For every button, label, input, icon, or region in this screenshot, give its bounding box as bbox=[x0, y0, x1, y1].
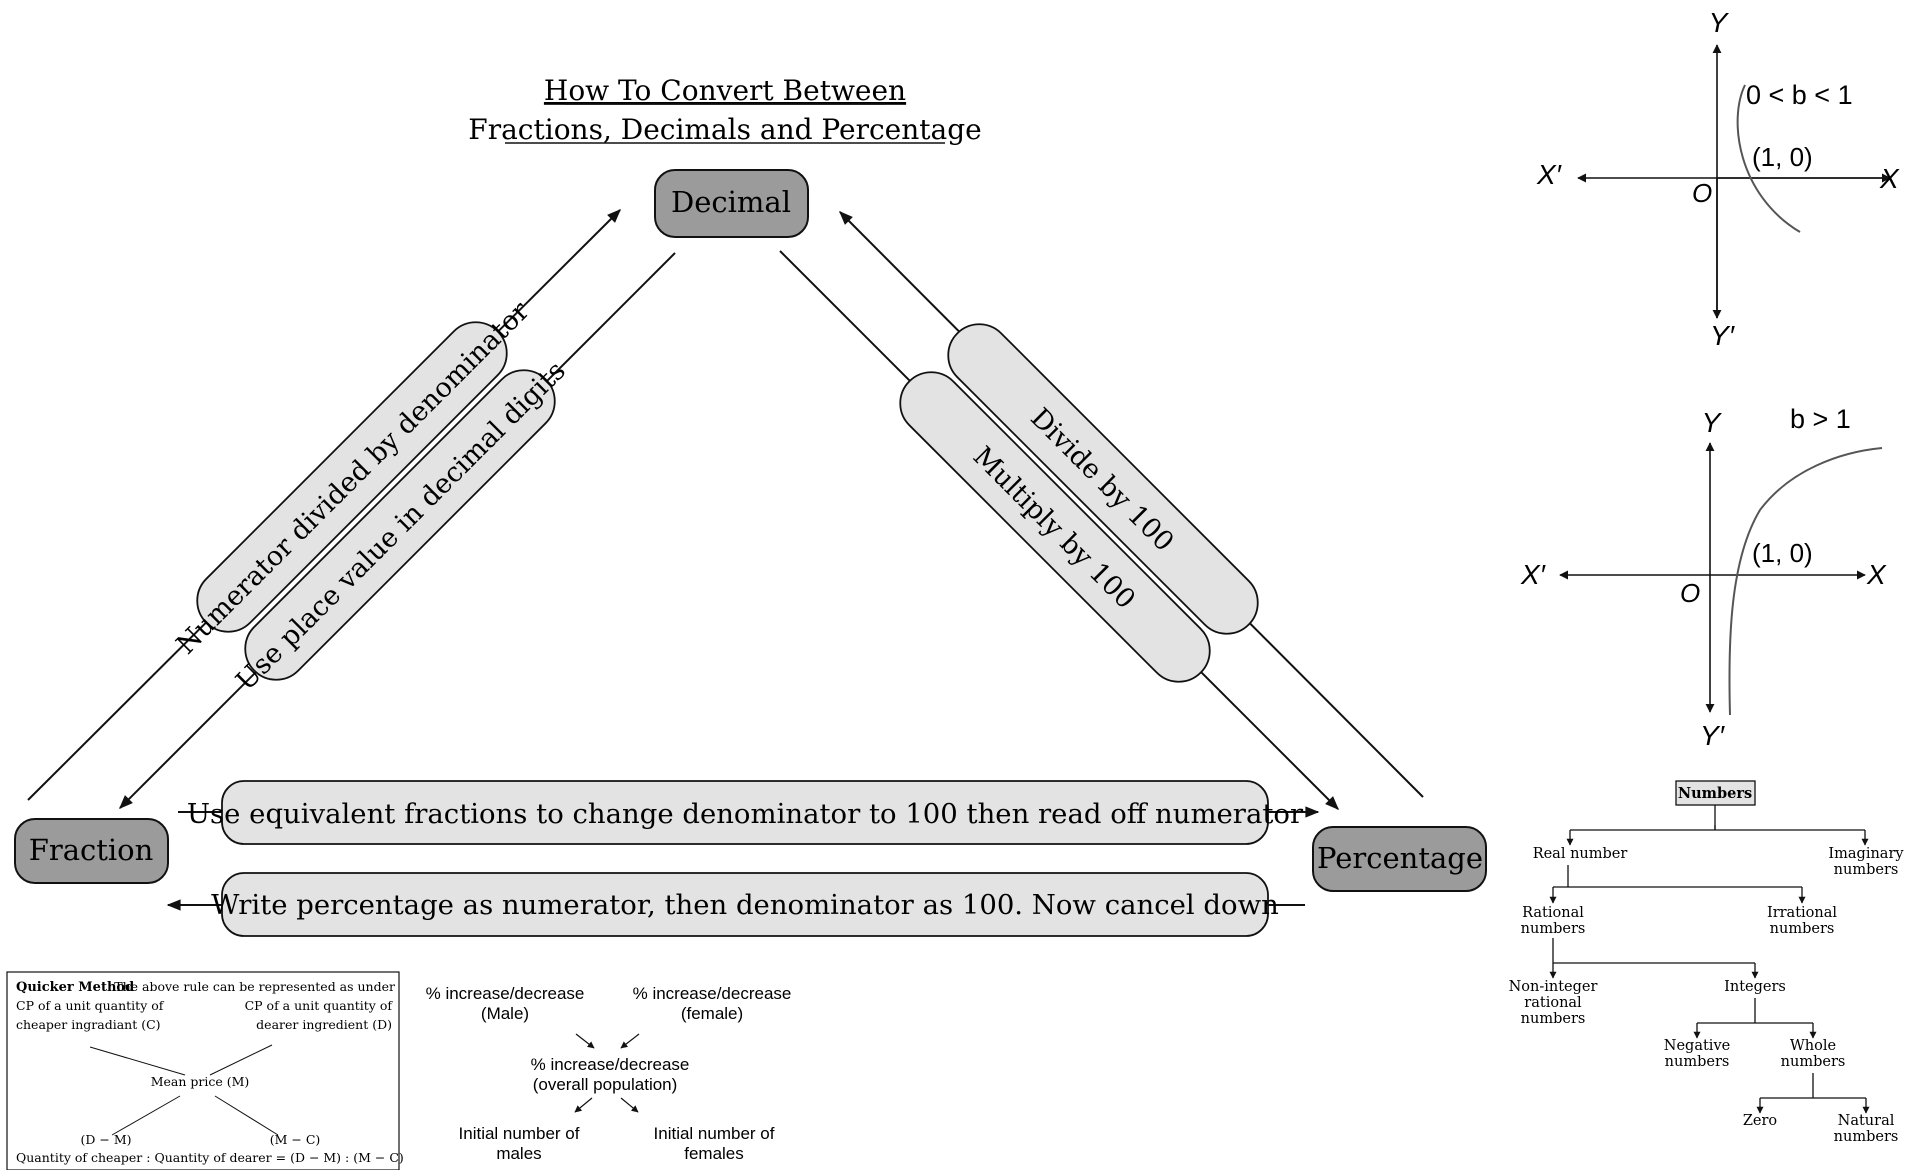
graph1-curve bbox=[1736, 84, 1801, 233]
number-classification-tree: Numbers Real number Imaginary numbers Ra… bbox=[1509, 780, 1904, 1145]
quicker-method-border bbox=[6, 971, 400, 1170]
pill-fraction-to-percentage: Use equivalent fractions to change denom… bbox=[187, 780, 1304, 845]
quicker-mc: (M − C) bbox=[270, 1132, 321, 1147]
tree-rational-line-1: Rational bbox=[1522, 905, 1584, 921]
tree-negative-line-1: Negative bbox=[1664, 1038, 1730, 1054]
tree-zero-label: Zero bbox=[1743, 1113, 1777, 1129]
quicker-heading: Quicker Method bbox=[16, 980, 134, 995]
tree-whole-line-1: Whole bbox=[1790, 1038, 1836, 1054]
graph2-x-neg-label: X′ bbox=[1520, 559, 1547, 590]
graph1-condition-label: 0 < b < 1 bbox=[1746, 80, 1853, 110]
graph2-condition-label: b > 1 bbox=[1790, 404, 1851, 434]
quicker-intro: The above rule can be represented as und… bbox=[114, 979, 395, 994]
label-equivalent-fractions: Use equivalent fractions to change denom… bbox=[187, 798, 1304, 830]
quicker-dm: (D − M) bbox=[81, 1132, 132, 1147]
pill-percentage-to-fraction: Write percentage as numerator, then deno… bbox=[211, 872, 1279, 937]
pop-init-male-line-1: Initial number of bbox=[459, 1124, 580, 1143]
graph2-x-label: X bbox=[1866, 559, 1887, 590]
tree-root-label: Numbers bbox=[1678, 785, 1752, 802]
tree-imaginary-line-1: Imaginary bbox=[1828, 846, 1904, 862]
tree-non-integer-line-2: rational bbox=[1524, 995, 1582, 1011]
tree-rational-line-2: numbers bbox=[1521, 921, 1586, 937]
graph2-origin-label: O bbox=[1680, 578, 1700, 608]
node-fraction: Fraction bbox=[14, 818, 169, 884]
graph2-y-label: Y bbox=[1702, 407, 1723, 438]
quicker-method-box: Quicker Method The above rule can be rep… bbox=[6, 971, 404, 1170]
graph1-x-neg-label: X′ bbox=[1536, 159, 1563, 190]
tree-imaginary-line-2: numbers bbox=[1834, 862, 1899, 878]
population-change-diagram: % increase/decrease (Male) % increase/de… bbox=[426, 984, 792, 1163]
node-decimal-label: Decimal bbox=[671, 185, 791, 219]
quicker-right-1: CP of a unit quantity of bbox=[245, 998, 394, 1013]
pop-male-line-1: % increase/decrease bbox=[426, 984, 585, 1003]
tree-irrational-line-1: Irrational bbox=[1767, 905, 1837, 921]
tree-real-label: Real number bbox=[1533, 846, 1628, 862]
node-decimal: Decimal bbox=[654, 169, 809, 238]
quicker-mean: Mean price (M) bbox=[151, 1074, 250, 1089]
graph-log-decreasing: Y Y′ X X′ O (1, 0) 0 < b < 1 bbox=[1536, 7, 1900, 351]
graph2-curve bbox=[1728, 447, 1883, 716]
pop-init-female-line-1: Initial number of bbox=[654, 1124, 775, 1143]
quicker-result: Quantity of cheaper : Quantity of dearer… bbox=[16, 1150, 404, 1165]
node-fraction-label: Fraction bbox=[29, 833, 154, 867]
pop-init-female-line-2: females bbox=[684, 1144, 744, 1163]
quicker-left-2: cheaper ingradiant (C) bbox=[16, 1017, 161, 1032]
graph1-origin-label: O bbox=[1692, 178, 1712, 208]
title-line-2: Fractions, Decimals and Percentage bbox=[468, 113, 981, 146]
graph1-point-label: (1, 0) bbox=[1752, 142, 1813, 172]
graph-log-increasing: Y Y′ X X′ O (1, 0) b > 1 bbox=[1520, 404, 1887, 751]
tree-non-integer-line-3: numbers bbox=[1521, 1011, 1586, 1027]
node-percentage: Percentage bbox=[1312, 826, 1487, 892]
graph1-y-neg-label: Y′ bbox=[1710, 320, 1736, 351]
tree-natural-line-1: Natural bbox=[1838, 1113, 1895, 1129]
graph1-y-label: Y bbox=[1709, 7, 1730, 38]
quicker-right-2: dearer ingredient (D) bbox=[256, 1017, 392, 1032]
graph2-y-neg-label: Y′ bbox=[1700, 720, 1726, 751]
title-line-1: How To Convert Between bbox=[544, 74, 906, 107]
pop-overall-line-2: (overall population) bbox=[533, 1075, 678, 1094]
quicker-left-1: CP of a unit quantity of bbox=[16, 998, 165, 1013]
pop-female-line-2: (female) bbox=[681, 1004, 743, 1023]
tree-whole-line-2: numbers bbox=[1781, 1054, 1846, 1070]
tree-natural-line-2: numbers bbox=[1834, 1129, 1899, 1145]
tree-negative-line-2: numbers bbox=[1665, 1054, 1730, 1070]
tree-irrational-line-2: numbers bbox=[1770, 921, 1835, 937]
tree-non-integer-line-1: Non-integer bbox=[1509, 979, 1598, 995]
pop-female-line-1: % increase/decrease bbox=[633, 984, 792, 1003]
node-percentage-label: Percentage bbox=[1317, 841, 1483, 875]
pop-overall-line-1: % increase/decrease bbox=[531, 1055, 690, 1074]
tree-integers-label: Integers bbox=[1724, 979, 1786, 995]
pop-male-line-2: (Male) bbox=[481, 1004, 529, 1023]
pop-init-male-line-2: males bbox=[496, 1144, 541, 1163]
graph1-x-label: X bbox=[1879, 163, 1900, 194]
graph2-point-label: (1, 0) bbox=[1752, 538, 1813, 568]
label-write-percentage: Write percentage as numerator, then deno… bbox=[211, 889, 1279, 921]
